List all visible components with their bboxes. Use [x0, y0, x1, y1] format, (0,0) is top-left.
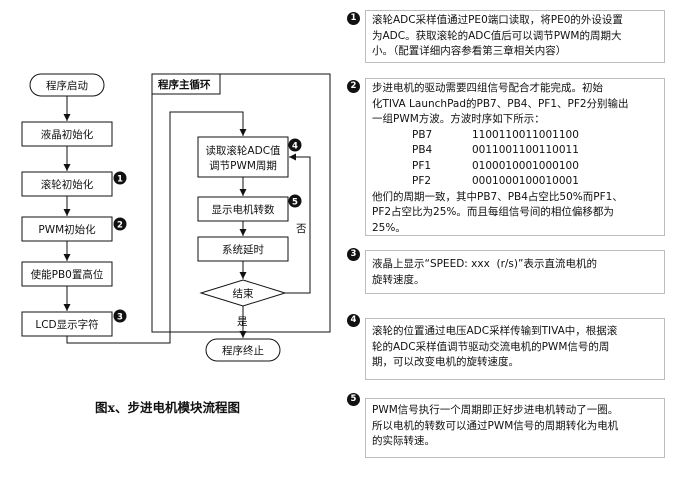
- note-1-line: 为ADC。获取滚轮的ADC值后可以调节PWM的周期大: [372, 29, 622, 42]
- flow-marker-3: 3: [117, 313, 123, 323]
- note-5-line: 的实际转速。: [372, 435, 435, 447]
- note-2-marker: 2: [347, 80, 360, 93]
- note-2-line: PF2占空比为25%。而且每组信号间的相位偏移都为: [372, 206, 614, 218]
- lcd-show-label: LCD显示字符: [35, 318, 98, 331]
- enable-pb0-label: 使能PB0置高位: [31, 268, 104, 281]
- flow-marker-4-circle: [288, 138, 302, 152]
- note-4-line: 滚轮的位置通过电压ADC采样传输到TIVA中，根据滚: [372, 325, 618, 337]
- show-speed-box: [197, 196, 289, 222]
- flow-marker-3-circle: [113, 309, 127, 323]
- note-4-line: 期，可以改变电机的旋转速度。: [372, 356, 519, 368]
- note-1-marker: 1: [347, 12, 360, 25]
- show-speed-label: 显示电机转数: [212, 203, 275, 216]
- note-3-line: 液晶上显示“SPEED: xxx (r/s)”表示直流电机的: [372, 258, 597, 270]
- wheel-init-box: [21, 171, 113, 197]
- note-2-line: 他们的周期一致，其中PB7、PB4占空比50%而PF1、: [372, 190, 623, 203]
- read-adc-box: [197, 136, 289, 178]
- sequence-pin: PF2: [412, 175, 432, 187]
- note-3: 液晶上显示“SPEED: xxx (r/s)”表示直流电机的 旋转速度。: [365, 250, 665, 294]
- yes-label: 是: [237, 316, 248, 328]
- lcd-init-label: 液晶初始化: [41, 128, 94, 141]
- note-3-line: 旋转速度。: [372, 273, 425, 286]
- no-label: 否: [296, 223, 307, 235]
- note-2-line: 化TIVA LaunchPad的PB7、PB4、PF1、PF2分别输出: [372, 97, 629, 110]
- note-4-line: 轮的ADC采样值调节驱动交流电机的PWM信号的周: [372, 340, 610, 353]
- note-2-line: 25%。: [372, 221, 406, 234]
- sequence-bits: 0100010001000100: [472, 159, 579, 172]
- note-2-line: 步进电机的驱动需要四组信号配合才能完成。初始: [372, 82, 603, 94]
- terminate-terminal: [205, 338, 281, 362]
- note-1-line: 滚轮ADC采样值通过PE0端口读取，将PE0的外设设置: [372, 14, 623, 26]
- note-3-marker: 3: [347, 248, 360, 261]
- sequence-pin: PF1: [412, 159, 432, 172]
- flow-marker-5-circle: [288, 194, 302, 208]
- end-decision-label: 结束: [233, 287, 254, 300]
- read-adc-label-1: 读取滚轮ADC值: [205, 144, 281, 157]
- start-label: 程序启动: [46, 79, 88, 92]
- note-4: 滚轮的位置通过电压ADC采样传输到TIVA中，根据滚 轮的ADC采样值调节驱动交…: [365, 318, 665, 380]
- delay-label: 系统延时: [222, 243, 264, 256]
- figure-caption: 图x、步进电机模块流程图: [95, 400, 240, 415]
- sequence-pin: PB7: [412, 128, 433, 141]
- read-adc-label-2: 调节PWM周期: [209, 160, 277, 172]
- enable-pb0-box: [21, 261, 113, 287]
- note-5-line: 所以电机的转数可以通过PWM信号的周期转化为电机: [372, 419, 619, 432]
- wheel-init-label: 滚轮初始化: [41, 178, 94, 191]
- main-loop-title-box: [151, 73, 221, 95]
- pwm-init-label: PWM初始化: [38, 223, 96, 236]
- flow-marker-2-circle: [113, 217, 127, 231]
- note-4-marker: 4: [347, 314, 360, 327]
- flow-marker-1: 1: [117, 175, 123, 185]
- flow-marker-1-circle: [113, 171, 127, 185]
- note-5-marker: 5: [347, 393, 360, 406]
- note-5-line: PWM信号执行一个周期即正好步进电机转动了一圈。: [372, 404, 619, 416]
- sequence-pin: PB4: [412, 144, 433, 156]
- delay-box: [197, 236, 289, 262]
- arrow-no-loop-back: [285, 153, 311, 294]
- main-loop-title: 程序主循环: [158, 78, 211, 91]
- sequence-bits: 1100110011001100: [472, 128, 579, 141]
- sequence-bits: 0011001100110011: [472, 144, 579, 156]
- note-2-line: 一组PWM方波。方波时序如下所示：: [372, 113, 545, 125]
- flow-marker-4: 4: [292, 142, 298, 152]
- note-1: 滚轮ADC采样值通过PE0端口读取，将PE0的外设设置 为ADC。获取滚轮的AD…: [365, 10, 665, 63]
- arrow-into-main-loop: [66, 111, 247, 344]
- note-2: 步进电机的驱动需要四组信号配合才能完成。初始 化TIVA LaunchPad的P…: [365, 78, 665, 236]
- terminate-label: 程序终止: [222, 344, 264, 357]
- lcd-init-box: [21, 121, 113, 147]
- pwm-sequence-table: PB7 1100110011001100 PB4 001100110011001…: [412, 128, 658, 190]
- sequence-bits: 0001000100010001: [472, 175, 579, 187]
- note-5: PWM信号执行一个周期即正好步进电机转动了一圈。 所以电机的转数可以通过PWM信…: [365, 398, 665, 458]
- pwm-init-box: [21, 216, 113, 242]
- note-1-line: 小。（配置详细内容参看第三章相关内容）: [372, 45, 567, 57]
- flow-marker-5: 5: [292, 198, 298, 208]
- flow-marker-2: 2: [117, 221, 123, 231]
